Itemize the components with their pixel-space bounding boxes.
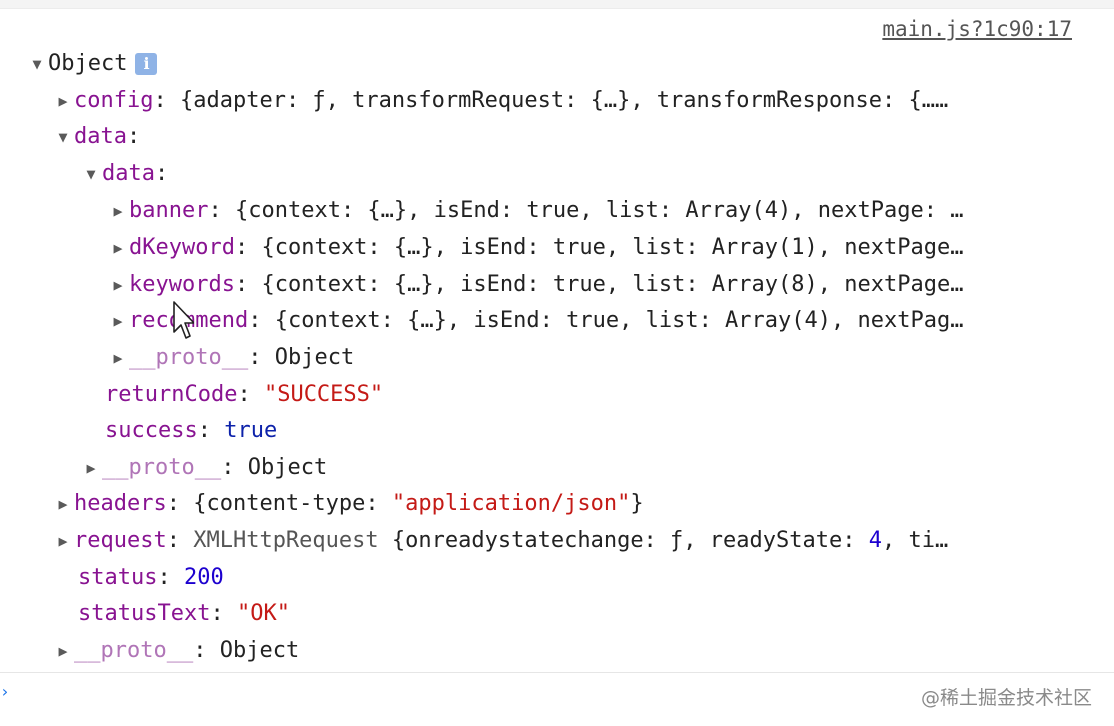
returncode-key: returnCode — [105, 382, 238, 407]
keywords-key: keywords — [129, 272, 235, 297]
status-value: 200 — [183, 565, 224, 590]
headers-open: {content-type: — [193, 491, 392, 516]
colon: : — [154, 161, 169, 186]
console-top-divider — [0, 0, 1114, 9]
config-key: config — [74, 88, 154, 113]
request-body-tail: , ti… — [881, 528, 949, 553]
request-row[interactable]: ▶ request: XMLHttpRequest {onreadystatech… — [52, 523, 1084, 559]
proto-value: Object — [219, 638, 300, 663]
colon: : — [157, 565, 184, 590]
console-prompt-icon[interactable]: › — [0, 682, 10, 701]
banner-row[interactable]: ▶ banner: {context: {…}, isEnd: true, lis… — [107, 193, 1084, 229]
collapse-triangle-icon[interactable]: ▼ — [32, 55, 42, 73]
expand-triangle-icon[interactable]: ▶ — [86, 459, 96, 477]
colon: : — [166, 491, 194, 516]
colon: : — [234, 235, 262, 260]
colon: : — [193, 638, 220, 663]
status-key: status — [78, 565, 158, 590]
colon: : — [221, 455, 248, 480]
expand-triangle-icon[interactable]: ▶ — [113, 239, 123, 257]
data-proto-row[interactable]: ▶ __proto__: Object — [80, 450, 1084, 486]
colon: : — [237, 382, 264, 407]
proto-key: __proto__ — [74, 638, 194, 663]
collapse-triangle-icon[interactable]: ▼ — [58, 128, 68, 146]
inner-data-row[interactable]: ▼ data: — [80, 156, 1084, 192]
colon: : — [248, 345, 275, 370]
request-key: request — [74, 528, 167, 553]
proto-key: __proto__ — [102, 455, 222, 480]
statustext-row: statusText: "OK" — [78, 596, 1084, 632]
status-row: status: 200 — [78, 560, 1084, 596]
colon: : — [208, 198, 235, 223]
config-row[interactable]: ▶ config: {adapter: ƒ, transformRequest: … — [52, 83, 1078, 119]
banner-key: banner — [129, 198, 209, 223]
watermark: @稀土掘金技术社区 — [920, 687, 1092, 709]
headers-key: headers — [74, 491, 167, 516]
banner-preview: {context: {…}, isEnd: true, list: Array(… — [234, 198, 964, 223]
config-preview: {adapter: ƒ, transformRequest: {…}, tran… — [179, 88, 949, 113]
expand-triangle-icon[interactable]: ▶ — [58, 642, 68, 660]
keywords-preview: {context: {…}, isEnd: true, list: Array(… — [261, 272, 964, 297]
request-readystate: 4 — [868, 528, 882, 553]
returncode-row: returnCode: "SUCCESS" — [105, 377, 1084, 413]
colon: : — [153, 88, 180, 113]
colon: : — [126, 124, 141, 149]
root-label: Object — [48, 51, 128, 76]
request-type: XMLHttpRequest — [193, 528, 379, 553]
expand-triangle-icon[interactable]: ▶ — [58, 92, 68, 110]
colon: : — [210, 601, 237, 626]
proto-value: Object — [247, 455, 328, 480]
expand-triangle-icon[interactable]: ▶ — [58, 495, 68, 513]
colon: : — [234, 272, 262, 297]
headers-row[interactable]: ▶ headers: {content-type: "application/js… — [52, 486, 1084, 522]
success-value: true — [224, 418, 278, 443]
proto-key: __proto__ — [129, 345, 249, 370]
statustext-key: statusText — [78, 601, 211, 626]
console-divider — [0, 672, 1114, 673]
expand-triangle-icon[interactable]: ▶ — [58, 532, 68, 550]
expand-triangle-icon[interactable]: ▶ — [113, 202, 123, 220]
headers-close: } — [630, 491, 644, 516]
recommend-preview: {context: {…}, isEnd: true, list: Array(… — [274, 308, 964, 333]
dkeyword-preview: {context: {…}, isEnd: true, list: Array(… — [261, 235, 964, 260]
statustext-value: "OK" — [236, 601, 290, 626]
dkeyword-row[interactable]: ▶ dKeyword: {context: {…}, isEnd: true, l… — [107, 230, 1084, 266]
inner-proto-row[interactable]: ▶ __proto__: Object — [107, 340, 1084, 376]
expand-triangle-icon[interactable]: ▶ — [113, 349, 123, 367]
expand-triangle-icon[interactable]: ▶ — [113, 312, 123, 330]
returncode-value: "SUCCESS" — [263, 382, 384, 407]
proto-value: Object — [274, 345, 355, 370]
expand-triangle-icon[interactable]: ▶ — [113, 276, 123, 294]
mouse-cursor-icon — [173, 301, 194, 339]
colon: : — [197, 418, 225, 443]
request-body: {onreadystatechange: ƒ, readyState: — [378, 528, 869, 553]
colon: : — [248, 308, 275, 333]
collapse-triangle-icon[interactable]: ▼ — [86, 165, 96, 183]
recommend-row[interactable]: ▶recommend: {context: {…}, isEnd: true, … — [107, 303, 1084, 339]
source-link[interactable]: main.js?1c90:17 — [882, 17, 1072, 41]
success-key: success — [105, 418, 198, 443]
headers-content-type: "application/json" — [391, 491, 631, 516]
inner-data-key: data — [102, 161, 155, 186]
success-row: success: true — [105, 413, 1084, 449]
root-proto-row[interactable]: ▶ __proto__: Object — [52, 633, 1084, 669]
dkeyword-key: dKeyword — [129, 235, 235, 260]
colon: : — [166, 528, 194, 553]
info-icon[interactable]: i — [135, 53, 158, 75]
data-key: data — [74, 124, 127, 149]
data-row[interactable]: ▼ data: — [52, 119, 1084, 155]
keywords-row[interactable]: ▶ keywords: {context: {…}, isEnd: true, l… — [107, 267, 1084, 303]
